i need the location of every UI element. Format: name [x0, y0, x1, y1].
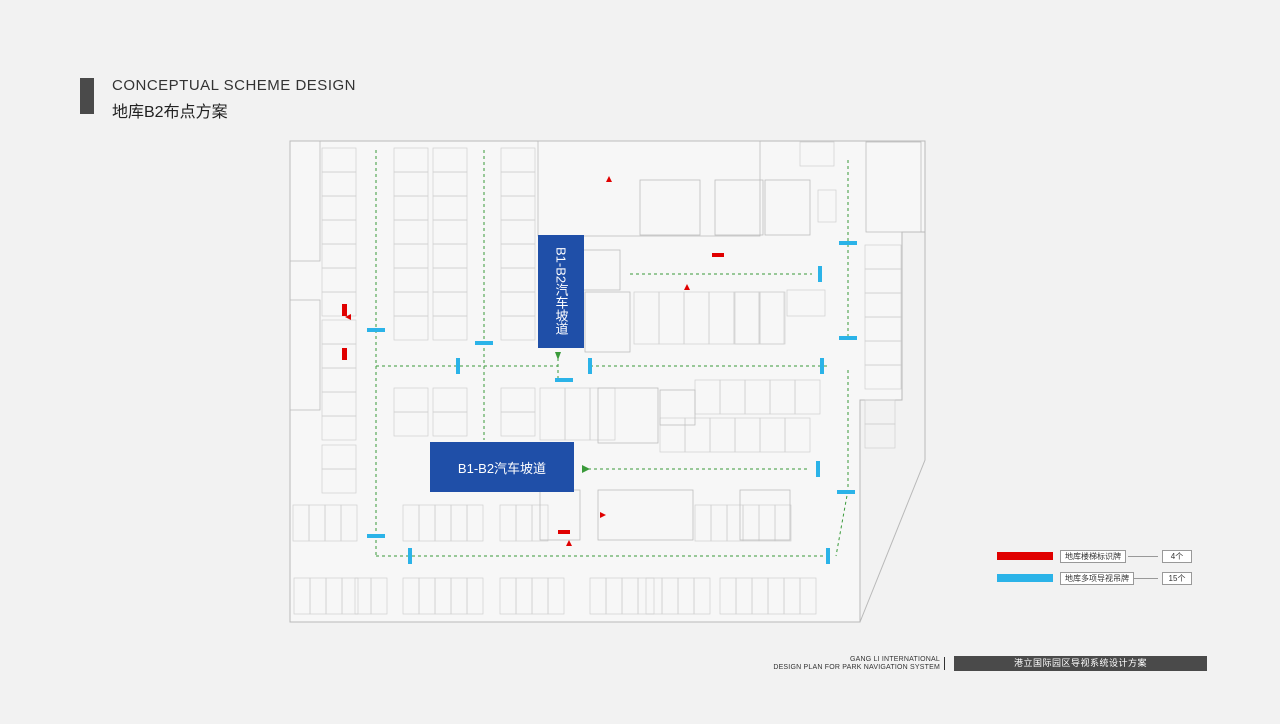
hanging-sign [816, 461, 820, 477]
footer-en: GANG LI INTERNATIONAL DESIGN PLAN FOR PA… [773, 656, 940, 672]
route-arrow [555, 352, 561, 360]
stair-sign [712, 253, 724, 257]
parking-stall [500, 411, 536, 437]
parking-stall [759, 291, 786, 345]
parking-stall [547, 577, 565, 615]
core-room [597, 387, 659, 444]
parking-stall [817, 189, 837, 223]
core-room [865, 141, 922, 233]
hanging-sign [818, 266, 822, 282]
footer-title-bar: 港立国际园区导视系统设计方案 [954, 656, 1207, 671]
legend-count-stair: 4个 [1162, 550, 1192, 563]
parking-stall [500, 315, 536, 341]
legend-swatch-hanging [997, 574, 1053, 582]
hanging-sign [367, 328, 385, 332]
route-arrow [582, 465, 590, 473]
parking-stall [432, 411, 468, 437]
legend-label-hanging: 地库多项导视吊牌 [1060, 572, 1134, 585]
parking-stalls [292, 141, 902, 615]
legend-connector [1128, 556, 1158, 557]
ramp-horizontal-label: B1-B2汽车坡道 [457, 460, 547, 476]
parking-stall [786, 289, 826, 317]
core-room [289, 140, 321, 262]
stair-arrow [345, 314, 351, 320]
parking-stall [794, 379, 821, 415]
parking-stall [321, 291, 357, 317]
hanging-sign [475, 341, 493, 345]
hanging-sign [839, 336, 857, 340]
parking-stall [321, 415, 357, 441]
stair-sign [558, 530, 570, 534]
parking-stall [774, 504, 792, 542]
parking-stall [341, 577, 359, 615]
parking-stall [693, 577, 711, 615]
parking-stall [432, 315, 468, 341]
hanging-sign [555, 378, 573, 382]
parking-stall [799, 141, 835, 167]
parking-stall [864, 423, 896, 449]
ramp-vertical: B1-B2汽车坡道 [538, 235, 584, 348]
stair-arrow [566, 540, 572, 546]
ramp-vertical-label: B1-B2汽车坡道 [553, 247, 569, 336]
hanging-sign [839, 241, 857, 245]
parking-stall [864, 399, 896, 425]
ramp-horizontal: B1-B2汽车坡道 [430, 442, 574, 492]
footer-en-line2: DESIGN PLAN FOR PARK NAVIGATION SYSTEM [773, 664, 940, 671]
page-title-en: CONCEPTUAL SCHEME DESIGN [112, 77, 356, 94]
page-title-cn: 地库B2布点方案 [112, 104, 228, 121]
footer-en-line1: GANG LI INTERNATIONAL [849, 656, 940, 663]
stair-signs [342, 253, 724, 534]
parking-stall [321, 468, 357, 494]
hanging-sign [820, 358, 824, 374]
parking-stall [799, 577, 817, 615]
core-room [584, 291, 631, 353]
core-room [739, 489, 791, 541]
stair-arrow [684, 284, 690, 290]
route-arrows [345, 176, 690, 546]
hanging-sign [837, 490, 855, 494]
parking-stall [864, 364, 902, 390]
legend-label-stair: 地库楼梯标识牌 [1060, 550, 1126, 563]
parking-stall [784, 417, 811, 453]
hanging-sign [826, 548, 830, 564]
legend-count-hanging: 15个 [1162, 572, 1192, 585]
core-room [659, 389, 696, 426]
core-rooms [289, 140, 922, 541]
legend-connector [1134, 578, 1158, 579]
route-lines [375, 150, 849, 557]
hanging-signs [367, 241, 857, 564]
parking-stall [466, 577, 484, 615]
core-room [597, 489, 694, 541]
stair-arrow [600, 512, 606, 518]
parking-stall [466, 504, 484, 542]
core-room [537, 140, 761, 237]
footer-divider [944, 657, 945, 670]
parking-stall [393, 411, 429, 437]
stair-sign [342, 348, 347, 360]
hanging-sign [408, 548, 412, 564]
hanging-sign [456, 358, 460, 374]
stair-sign [342, 304, 347, 316]
hanging-sign [588, 358, 592, 374]
parking-stall [393, 315, 429, 341]
stair-arrow [606, 176, 612, 182]
parking-stall [370, 577, 388, 615]
core-room [289, 299, 321, 411]
header-accent-bar [80, 78, 94, 114]
legend-swatch-stair [997, 552, 1053, 560]
core-room [764, 179, 811, 236]
core-room [639, 179, 701, 236]
core-room [714, 179, 764, 236]
hanging-sign [367, 534, 385, 538]
parking-stall [340, 504, 358, 542]
